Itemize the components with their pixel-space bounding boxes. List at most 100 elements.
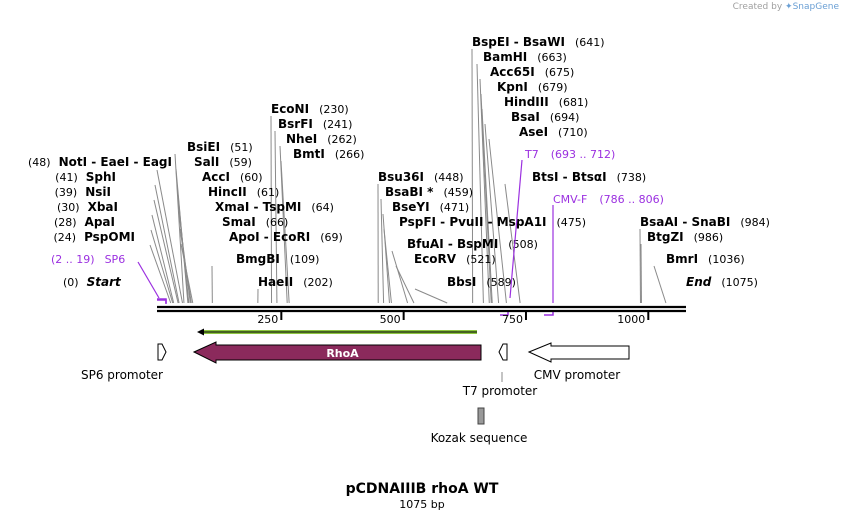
enzyme-position: (28) xyxy=(54,216,77,229)
enzyme-leader xyxy=(653,265,667,304)
enzyme-bsabi: BsaBI *(459) xyxy=(385,185,473,199)
enzyme-labels: End(1075)(24)PspOMI(28)ApaI(30)XbaI(39)N… xyxy=(28,35,770,289)
enzyme-name: Bsu36I xyxy=(378,170,424,184)
rhoa-orf-arrowhead-icon xyxy=(197,328,204,336)
enzyme-position: (48) xyxy=(28,156,51,169)
enzyme-leader xyxy=(150,229,174,304)
map-title-block: pCDNAIIIB rhoA WT 1075 bp xyxy=(346,481,499,511)
enzyme-position: (738) xyxy=(617,171,647,184)
enzyme-position: (475) xyxy=(557,216,587,229)
enzyme-position: (59) xyxy=(229,156,252,169)
enzyme-leader xyxy=(481,108,493,304)
enzyme-apoi-ecori: ApoI - EcoRI(69) xyxy=(229,230,343,244)
enzyme-bbsi: BbsI(589) xyxy=(447,275,516,289)
enzyme-xbai: (30)XbaI xyxy=(57,200,118,214)
sequence-backbone xyxy=(157,305,686,313)
enzyme-leader xyxy=(151,214,175,304)
enzyme-position: (41) xyxy=(55,171,78,184)
enzyme-name: BmtI xyxy=(293,147,325,161)
enzyme-name: BsrFI xyxy=(278,117,313,131)
primer-cmv-f: CMV-F(786 .. 806) xyxy=(553,193,664,206)
enzyme-hindiii: HindIII(681) xyxy=(504,95,588,109)
enzyme-position: (1036) xyxy=(708,253,745,266)
feature-sp6-promoter-label: SP6 promoter xyxy=(81,368,163,382)
enzyme-pspomi: (24) PspOMI xyxy=(53,230,135,244)
enzyme-position: (262) xyxy=(327,133,357,146)
snapgene-logo-icon: ✦ xyxy=(785,2,793,12)
enzyme-name: BsaI xyxy=(511,110,540,124)
enzyme-bmgbi: BmgBI(109) xyxy=(236,252,319,266)
enzyme-bsiei: BsiEI(51) xyxy=(187,140,253,154)
enzyme-name: HindIII xyxy=(504,95,549,109)
enzyme-leader xyxy=(471,48,474,304)
feature-t7-promoter-label: T7 promoter xyxy=(462,384,538,398)
enzyme-position: (0) xyxy=(63,276,79,289)
ruler-tick-label: 750 xyxy=(502,313,523,326)
enzyme-position: (675) xyxy=(545,66,575,79)
enzyme-name: SphI xyxy=(86,170,116,184)
feature-cmv-promoter-arrow xyxy=(527,342,630,363)
primer-bracket xyxy=(544,311,554,316)
enzyme-leader xyxy=(414,288,448,304)
enzyme-position: (69) xyxy=(320,231,343,244)
ruler-tick-label: 1000 xyxy=(617,313,645,326)
enzyme-leader xyxy=(380,198,385,304)
enzyme-sali: SalI(59) xyxy=(194,155,252,169)
enzyme-bspei-bsawi: BspEI - BsaWI(641) xyxy=(472,35,605,49)
enzyme-position: (39) xyxy=(55,186,78,199)
enzyme-name: BfuAI - BspMI xyxy=(407,237,498,251)
enzyme-position: (51) xyxy=(230,141,253,154)
enzyme-position: (24) xyxy=(53,231,76,244)
enzyme-name: HaeII xyxy=(258,275,293,289)
enzyme-xmai-tspmi: XmaI - TspMI(64) xyxy=(215,200,334,214)
enzyme-name: Start xyxy=(87,275,122,289)
enzyme-name: Acc65I xyxy=(490,65,535,79)
enzyme-btgzi: BtgZI(986) xyxy=(647,230,723,244)
enzyme-leader xyxy=(504,183,521,304)
enzyme-smai: SmaI(66) xyxy=(222,215,288,229)
enzyme-bamhi: BamHI(663) xyxy=(483,50,567,64)
enzyme-bmri: BmrI(1036) xyxy=(666,252,745,266)
enzyme-hincii: HincII(61) xyxy=(208,185,279,199)
primer-leader xyxy=(137,261,160,299)
enzyme-name: AseI xyxy=(519,125,548,139)
enzyme-name: NheI xyxy=(286,132,317,146)
enzyme-position: (241) xyxy=(323,118,353,131)
feature-t7-promoter-arrow xyxy=(498,343,508,361)
enzyme-position: (710) xyxy=(558,126,588,139)
snapgene-credit: Created by ✦SnapGene xyxy=(733,2,839,12)
enzyme-position: (679) xyxy=(538,81,568,94)
enzyme-leader xyxy=(395,265,415,304)
feature-kozak-sequence-label: Kozak sequence xyxy=(431,431,528,445)
feature-rhoa-arrow xyxy=(192,341,482,364)
enzyme-position: (61) xyxy=(257,186,280,199)
enzyme-bfuai-bspmi: BfuAI - BspMI (508) xyxy=(407,237,538,251)
primer-name: SP6 xyxy=(105,253,126,266)
enzyme-name: BmgBI xyxy=(236,252,280,266)
enzyme-position: (986) xyxy=(694,231,724,244)
primer-bracket xyxy=(500,311,509,316)
enzyme-name: BtsI - BtsαI xyxy=(532,170,607,184)
primer-bracket xyxy=(157,298,167,303)
primer-sp6: (2 .. 19)SP6 xyxy=(51,253,125,266)
map-length: 1075 bp xyxy=(399,498,444,511)
enzyme-leader xyxy=(479,78,490,304)
enzyme-position: (66) xyxy=(266,216,289,229)
enzyme-position: (266) xyxy=(335,148,365,161)
enzyme-position: (984) xyxy=(740,216,770,229)
feature-kozak-sequence-box xyxy=(477,407,485,425)
enzyme-leader xyxy=(383,228,392,304)
enzyme-position: (64) xyxy=(311,201,334,214)
enzyme-name: PspOMI xyxy=(84,230,135,244)
enzyme-position: (508) xyxy=(508,238,538,251)
enzyme-leader xyxy=(476,63,484,304)
enzyme-pspfi-pvuii-mspa1i: PspFI - PvuII - MspA1I(475) xyxy=(399,215,586,229)
enzyme-start: (0) Start xyxy=(63,275,122,289)
enzyme-bsrfi: BsrFI (241) xyxy=(278,117,352,131)
enzyme-bsu36i: Bsu36I(448) xyxy=(378,170,464,184)
primer-range: (786 .. 806) xyxy=(599,193,664,206)
enzyme-name: BsaBI * xyxy=(385,185,434,199)
enzyme-position: (521) xyxy=(466,253,496,266)
